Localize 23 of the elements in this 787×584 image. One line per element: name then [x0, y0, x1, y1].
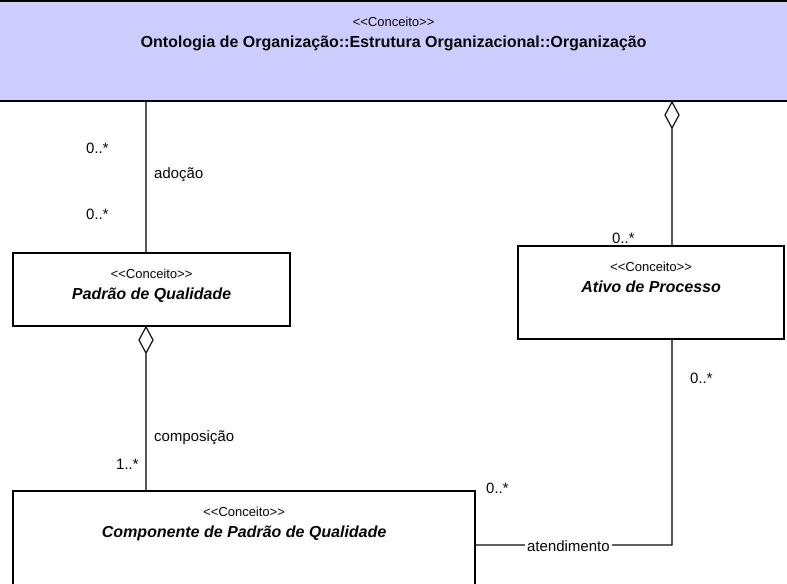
multiplicity-label: 1..* — [116, 456, 139, 473]
edge-label: adoção — [152, 165, 206, 182]
association-line — [664, 101, 680, 245]
stereotype-label: <<Conceito>> — [203, 504, 285, 519]
multiplicity-label: 0..* — [612, 230, 635, 247]
class-name: Ontologia de Organização::Estrutura Organizacional::Organização — [140, 34, 646, 52]
stereotype-label: <<Conceito>> — [110, 266, 192, 281]
multiplicity-label: 0..* — [86, 206, 109, 223]
stereotype-label: <<Conceito>> — [610, 259, 692, 274]
association-line — [145, 102, 147, 252]
class-box — [517, 245, 785, 340]
class-name: Padrão de Qualidade — [72, 286, 232, 304]
class-name: Ativo de Processo — [581, 279, 721, 297]
association-line — [138, 326, 154, 490]
class-box — [12, 490, 476, 584]
multiplicity-label: 0..* — [86, 140, 109, 157]
class-box — [12, 252, 291, 327]
multiplicity-label: 0..* — [690, 370, 713, 387]
class-name: Componente de Padrão de Qualidade — [102, 524, 386, 542]
stereotype-label: <<Conceito>> — [352, 14, 434, 29]
multiplicity-label: 0..* — [486, 480, 509, 497]
class-box — [0, 0, 787, 102]
edge-label: composição — [152, 428, 236, 445]
